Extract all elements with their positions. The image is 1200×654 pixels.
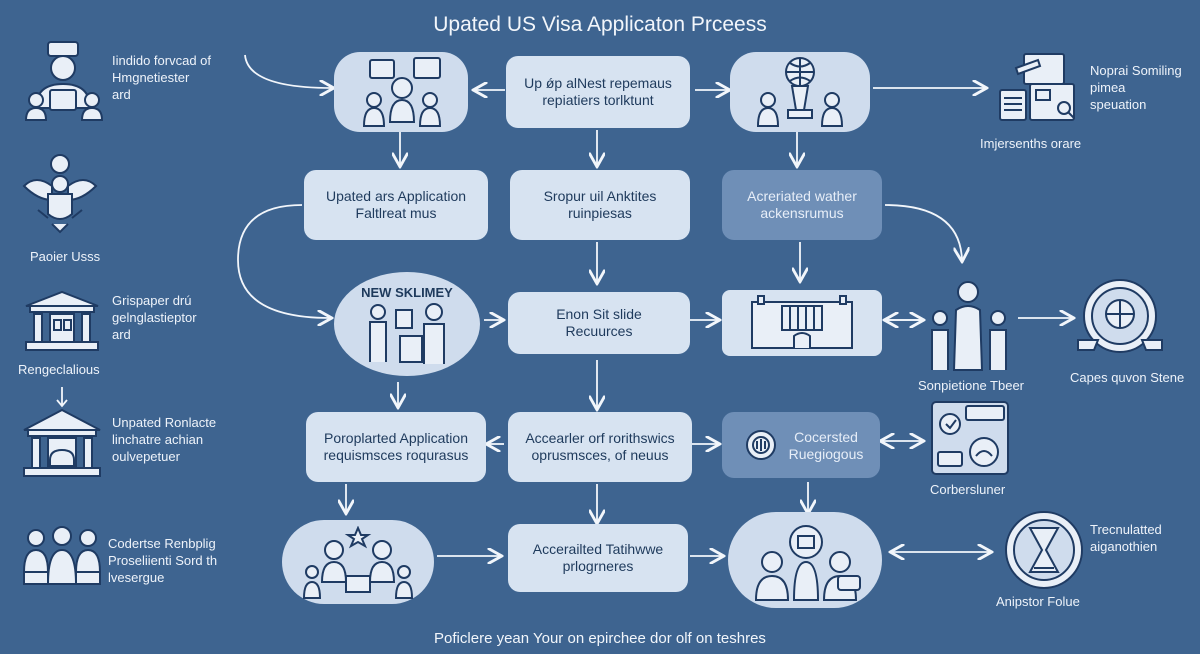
new-journey-label: NEW SKLIMEY [361, 285, 453, 300]
row5-center-box: Accerailted Tatihwwe prlogrneres [508, 524, 688, 592]
person-caption: Sonpietione Tbeer [918, 378, 1025, 393]
right-bottom-caption: Anipstor Folue [996, 594, 1080, 609]
row3-center-line1: Enon Sit slide [556, 306, 642, 322]
left-item1-line2: Hmgnetiester [112, 70, 190, 85]
left-item3-line2: gelnglastieptor [112, 310, 197, 325]
row2-left-line2: Faltlreat mus [355, 205, 437, 221]
row3-center-line2: Recuurces [565, 323, 633, 339]
row4-left-box: Poroplarted Application requismsces roqu… [306, 412, 486, 482]
globe-seal-icon [1077, 279, 1163, 353]
right-top-line2: pimea [1090, 80, 1126, 95]
right-top-caption: Imjersenths orare [980, 136, 1082, 151]
discussion-group-icon [302, 526, 414, 599]
right-top-line3: speuation [1090, 97, 1147, 112]
row1-center-line2: repiatiers torlktunt [542, 92, 654, 108]
passport-officer-icon [24, 41, 104, 121]
left-item3-line1: Grispaper drú [112, 293, 192, 308]
row2-right-line1: Acreriated wather [747, 188, 857, 204]
row2-right-box: Acreriated wather ackensrumus [722, 170, 882, 240]
left-item4-line3: oulvepetuer [112, 449, 180, 464]
row2-left-box: Upated ars Application Faltlreat mus [304, 170, 488, 240]
office-building-icon [751, 295, 853, 349]
seal-badge-icon [746, 430, 776, 460]
right-top-line1: Noprai Somiling [1090, 63, 1182, 78]
row4-right-line1: Cocersted [794, 429, 858, 445]
left-item1-line1: Iindido forvcad of [112, 53, 212, 68]
arrow-loop-left [237, 204, 330, 318]
row4-left-line1: Poroplarted Application [324, 430, 468, 446]
left-item3-caption: Rengeclalious [18, 362, 100, 377]
down-arrow-icon [56, 387, 68, 408]
row5-center-line1: Accerailted Tatihwwe [532, 541, 664, 557]
consultation-group-icon [754, 525, 861, 601]
row4-right-box: Cocersted Ruegiogous [722, 412, 880, 478]
embassy-building-icon [23, 408, 101, 477]
officials-meeting-icon [931, 281, 1007, 371]
row2-center-line1: Sropur uil Anktites [543, 188, 657, 204]
seal-caption: Capes quvon Stene [1070, 370, 1185, 385]
computer-forms-icon [999, 53, 1075, 121]
arrow-left-to-pill [244, 54, 332, 88]
row2-left-line1: Upated ars Application [325, 188, 467, 204]
row2-right-line2: ackensrumus [760, 205, 844, 221]
document-cards-icon [931, 401, 1009, 475]
row5-center-line2: prlogrneres [562, 558, 634, 574]
row3-center-box: Enon Sit slide Recuurces [508, 292, 690, 354]
row4-center-line2: oprusmsces, of neuus [531, 447, 669, 463]
left-item5-line2: Proseliienti Sord th [108, 553, 218, 568]
two-people-kiosk-icon [369, 303, 445, 364]
row4-left-line2: requismsces roqurasus [323, 447, 469, 463]
left-item5-line1: Codertse Renbplig [108, 536, 216, 551]
globe-trophy-icon [756, 57, 844, 127]
row2-center-line2: ruinpiesas [568, 205, 632, 221]
left-item3-line3: ard [112, 327, 131, 342]
row1-center-line1: Up ǿp alNest repemaus [524, 75, 672, 91]
right-bottom-line2: aiganothien [1090, 539, 1158, 554]
row4-center-line1: Accearler orf rorithswics [525, 430, 675, 446]
eagle-seal-icon [22, 154, 98, 234]
left-item4-line1: Unpated Ronlacte [112, 415, 217, 430]
diagram-footer: Poficlere yean Your on epirchee dor olf … [434, 630, 766, 647]
family-group-icon [22, 526, 102, 585]
left-item4-line2: linchatre achian [112, 432, 204, 447]
left-item2-label: Paoier Usss [30, 249, 101, 264]
row1-center-box: Up ǿp alNest repemaus repiatiers torlktu… [506, 56, 690, 128]
globe-pill [730, 52, 870, 132]
row2-center-box: Sropur uil Anktites ruinpiesas [510, 170, 690, 240]
applicants-group-icon [362, 57, 442, 127]
applicants-pill [334, 52, 468, 132]
row4-right-line2: Ruegiogous [788, 446, 864, 462]
courthouse-icon [25, 290, 99, 351]
left-item5-line3: lvesergue [108, 570, 165, 585]
row4-center-box: Accearler orf rorithswics oprusmsces, of… [508, 412, 692, 482]
right-bottom-line1: Trecnulatted [1090, 522, 1162, 537]
hourglass-seal-icon [1005, 511, 1083, 589]
office-building-box [722, 290, 882, 356]
left-item1-line3: ard [112, 87, 131, 102]
diagram-title: Upated US Visa Applicaton Prceess [433, 13, 767, 36]
cards-caption: Corbersluner [930, 482, 1006, 497]
discussion-pill [282, 520, 434, 604]
new-journey-circle: NEW SKLIMEY [334, 272, 480, 376]
consultation-pill [728, 512, 882, 608]
arrow-to-person [884, 204, 962, 260]
